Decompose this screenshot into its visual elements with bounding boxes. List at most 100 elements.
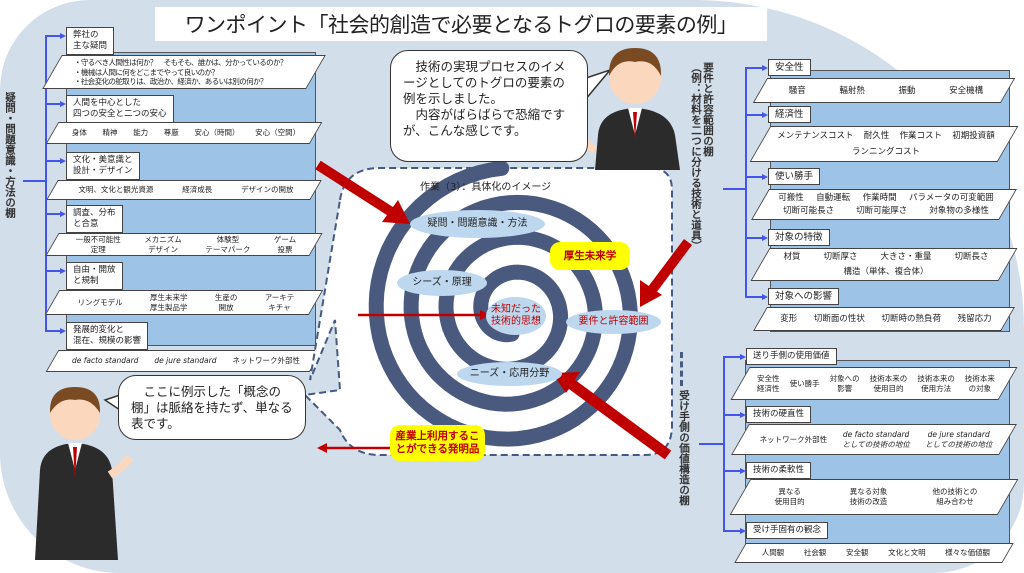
shelf-item: 安心（空間） <box>255 128 301 137</box>
shelf-row: 可搬性自動運転作業時間パラメータの可変範囲切断可能長さ切断可能厚さ対象物の多様性 <box>751 189 1017 220</box>
connector-branch <box>745 67 763 69</box>
shelf-item: 大きさ・重量 <box>880 252 932 263</box>
connector-line <box>723 356 725 530</box>
shelf-header: 使い勝手 <box>768 168 821 185</box>
shelf-item: 初期投資額 <box>952 131 995 141</box>
shelf-row: 人間観社会観安全観文化と文明様々な価値観 <box>734 543 1014 563</box>
shelf-header: 安全性 <box>768 59 811 76</box>
shelf-item: 自動運転 <box>816 192 851 203</box>
shelf-header: 経済性 <box>768 106 811 123</box>
shelf-header: 受け手固有の観念 <box>746 522 829 539</box>
red-line-to-core <box>358 310 490 320</box>
connector-arrowhead <box>762 294 768 300</box>
shelf-item: de facto standard <box>71 356 139 365</box>
connector-arrowhead <box>60 268 66 274</box>
presenter-figure-bottom <box>35 387 134 560</box>
shelf-item: 異なる 使用目的 <box>774 487 805 506</box>
shelf-header: 対象の特徴 <box>768 229 830 246</box>
connector-arrowhead <box>762 174 768 180</box>
shelf-row: 騒音輻射熱振動安全機構 <box>752 78 1016 103</box>
shelf-header: 文化・美意識と 設計・デザイン <box>66 152 140 180</box>
connector-branch <box>723 356 741 358</box>
shelf-item: メカニズム デザイン <box>144 234 182 254</box>
shelf-row: リングモデル厚生未来学 厚生製品学生産の 開放アーキテ キチャ <box>44 290 324 315</box>
connector-branch <box>45 160 61 162</box>
shelf-item: 使い勝手 <box>789 378 820 388</box>
shelf-item: ランニングコスト <box>851 147 920 157</box>
shelf-row: 異なる 使用目的異なる対象 技術の改造他の技術との 組み合わせ <box>729 479 1019 515</box>
shelf-item: 安全性 経済性 <box>757 373 780 393</box>
item-list: 身体精神能力尊厳安心（時間）安心（空間） <box>52 122 316 144</box>
shelf-item: 作業コスト <box>899 131 943 141</box>
shelf-item: 生産の 開放 <box>214 292 238 312</box>
shelf-item: 騒音 <box>788 85 806 96</box>
shelf-row: 材質 切断厚さ 大きさ・重量 切断長さ構造（単体、複合体） <box>750 248 1018 281</box>
connector-branch <box>45 103 61 105</box>
shelf-item: 能力 <box>133 128 149 137</box>
shelf-item: 経済成長 <box>182 185 213 194</box>
shelf-header: 対象への影響 <box>768 288 840 305</box>
item-list: 異なる 使用目的異なる対象 技術の改造他の技術との 組み合わせ <box>740 479 1008 515</box>
shelf-item: リングモデル <box>77 297 123 307</box>
shelf-item: 文化と文明 <box>888 548 926 557</box>
shelf-item: 材質 <box>783 252 801 263</box>
connector-branch <box>745 296 763 298</box>
connector-line <box>745 67 747 296</box>
connector-stub <box>699 443 723 445</box>
shelf-row: 変形切断面の性状切断時の熱負荷残留応力 <box>753 307 1015 331</box>
connector-branch <box>723 470 741 472</box>
shelf-item: 対象物の多様性 <box>929 206 989 217</box>
item-list: 一般不可能性 定理メカニズム デザイン体験型 テーマパークゲーム 投票 <box>52 233 316 256</box>
shelf-item: 安心（時間） <box>194 128 240 137</box>
item-list: 材質 切断厚さ 大きさ・重量 切断長さ構造（単体、複合体） <box>760 248 1008 281</box>
connector-arrowhead <box>60 33 66 39</box>
shelf-item: 構造（単体、複合体） <box>843 266 929 277</box>
label-seeds: シーズ・原理 <box>397 270 487 296</box>
left-shelf-label: 疑問・問題意識・方法の棚 <box>4 92 16 218</box>
shelf-item: 切断長さ <box>954 252 989 263</box>
shelf-item: 耐久性 <box>863 131 890 141</box>
page-title: ワンポイント「社会的創造で必要となるトグロの要素の例」 <box>155 7 767 41</box>
bullet-list: ・守るべき人間性は何か？ そもそも、誰かは、分かっているのか？・機械は人間に何を… <box>52 55 316 89</box>
shelf-header: 送り手側の使用価値 <box>746 348 837 365</box>
shelf-item: 変形 <box>780 314 798 324</box>
shelf-item: デザインの開放 <box>241 185 294 194</box>
shelf-item: ゲーム 投票 <box>273 234 297 254</box>
shelf-row: 一般不可能性 定理メカニズム デザイン体験型 テーマパークゲーム 投票 <box>45 233 323 256</box>
connector-arrowhead <box>60 211 66 217</box>
red-arrow-right <box>640 239 692 307</box>
highlight-welfare-futurology: 厚生未来学 <box>550 242 630 270</box>
shelf-item: 人間観 <box>761 548 785 557</box>
connector-branch <box>723 414 741 416</box>
item-list: 文明、文化と観光資源経済成長デザインの開放 <box>52 180 316 200</box>
label-core: 未知だった 技術的思想 <box>486 297 546 335</box>
shelf-header: 調査、分布 と合意 <box>66 205 123 233</box>
shelf-item: 精神 <box>102 128 118 137</box>
connector-stub <box>723 188 745 190</box>
shelf-row: 安全性 経済性使い勝手対象への 影響技術本来の 使用目的技術本来の 使用方法技術… <box>730 367 1018 400</box>
connector-arrowhead <box>740 412 746 418</box>
connector-arrowhead <box>60 328 66 334</box>
connector-arrowhead <box>762 65 768 71</box>
shelf-item: de jure standard <box>154 356 217 365</box>
connector-branch <box>745 237 763 239</box>
center-title: 作業（3）：具体化のイメージ <box>420 182 552 193</box>
connector-arrowhead <box>60 101 66 107</box>
item-list: 可搬性自動運転作業時間パラメータの可変範囲切断可能長さ切断可能厚さ対象物の多様性 <box>760 189 1008 220</box>
shelf-header: 自由・開放 と規制 <box>66 262 123 290</box>
connector-arrowhead <box>60 158 66 164</box>
shelf-item: 切断可能長さ <box>783 206 835 217</box>
connector-arrowhead <box>740 528 746 534</box>
shelf-item: 切断厚さ <box>823 252 858 263</box>
shelf-header: 技術の柔軟性 <box>746 462 812 479</box>
shelf-item: 安全機構 <box>949 85 984 96</box>
red-arrow-top-left <box>315 160 410 224</box>
shelf-item: de jure standard としての技術の地位 <box>925 429 993 449</box>
shelf-row: 文明、文化と観光資源経済成長デザインの開放 <box>46 180 322 200</box>
shelf-item: 振動 <box>898 85 916 96</box>
shelf-row: メンテナンスコスト耐久性作業コスト初期投資額ランニングコスト <box>749 126 1019 162</box>
shelf-item: 可搬性 <box>778 192 804 203</box>
connector-branch <box>45 270 61 272</box>
